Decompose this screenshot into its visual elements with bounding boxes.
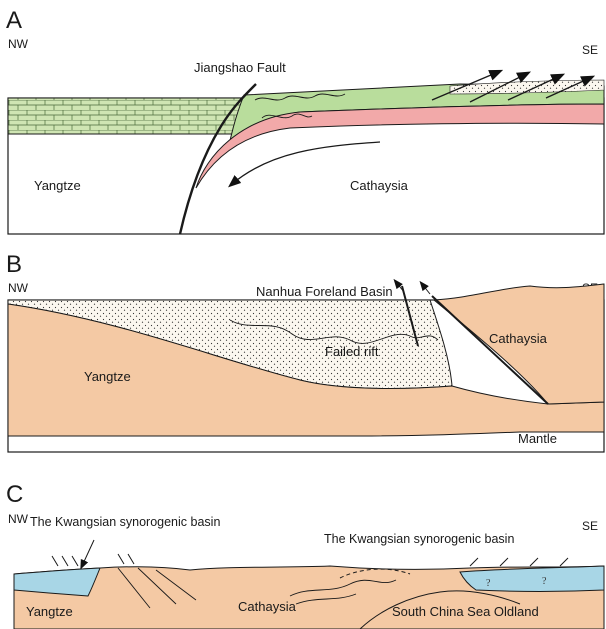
panel-c-se: SE [582, 519, 598, 533]
panel-c-nw: NW [8, 512, 29, 526]
panel-c-cathaysia-label: Cathaysia [238, 599, 297, 614]
question-mark-2: ? [542, 576, 547, 587]
panel-b-letter: B [6, 251, 22, 278]
failed-rift-label: Failed rift [325, 344, 379, 359]
panel-a-yangtze-label: Yangtze [34, 178, 81, 193]
south-china-sea-oldland-label: South China Sea Oldland [392, 604, 539, 619]
limestone-platform [8, 98, 244, 134]
panel-b: B NW SE Nanhua Foreland Basin Failed rif… [6, 251, 604, 452]
panel-a-se: SE [582, 43, 598, 57]
jiangshao-fault-label: Jiangshao Fault [194, 60, 286, 75]
panel-a-nw: NW [8, 37, 29, 51]
panel-a: A NW SE Jiangshao Fault Yangtze Cathaysi… [6, 7, 604, 234]
panel-b-cathaysia-label: Cathaysia [489, 331, 548, 346]
kwangsian-basin-label-left: The Kwangsian synorogenic basin [30, 515, 220, 529]
question-mark-1: ? [486, 578, 491, 589]
panel-a-letter: A [6, 7, 22, 34]
nanhua-foreland-basin-label: Nanhua Foreland Basin [256, 284, 393, 299]
panel-c-yangtze-label: Yangtze [26, 604, 73, 619]
basin-leader-arrow [82, 540, 94, 566]
panel-c-letter: C [6, 481, 23, 508]
mantle-label: Mantle [518, 431, 557, 446]
panel-b-yangtze-label: Yangtze [84, 369, 131, 384]
kwangsian-basin-label-right: The Kwangsian synorogenic basin [324, 532, 514, 546]
panel-c: C NW SE ? ? The Kwangsian synorogenic ba… [6, 481, 604, 629]
fault-arrow-2 [422, 284, 430, 294]
uplift-arrows-c [52, 554, 568, 566]
panel-a-cathaysia-label: Cathaysia [350, 178, 409, 193]
panel-b-nw: NW [8, 281, 29, 295]
